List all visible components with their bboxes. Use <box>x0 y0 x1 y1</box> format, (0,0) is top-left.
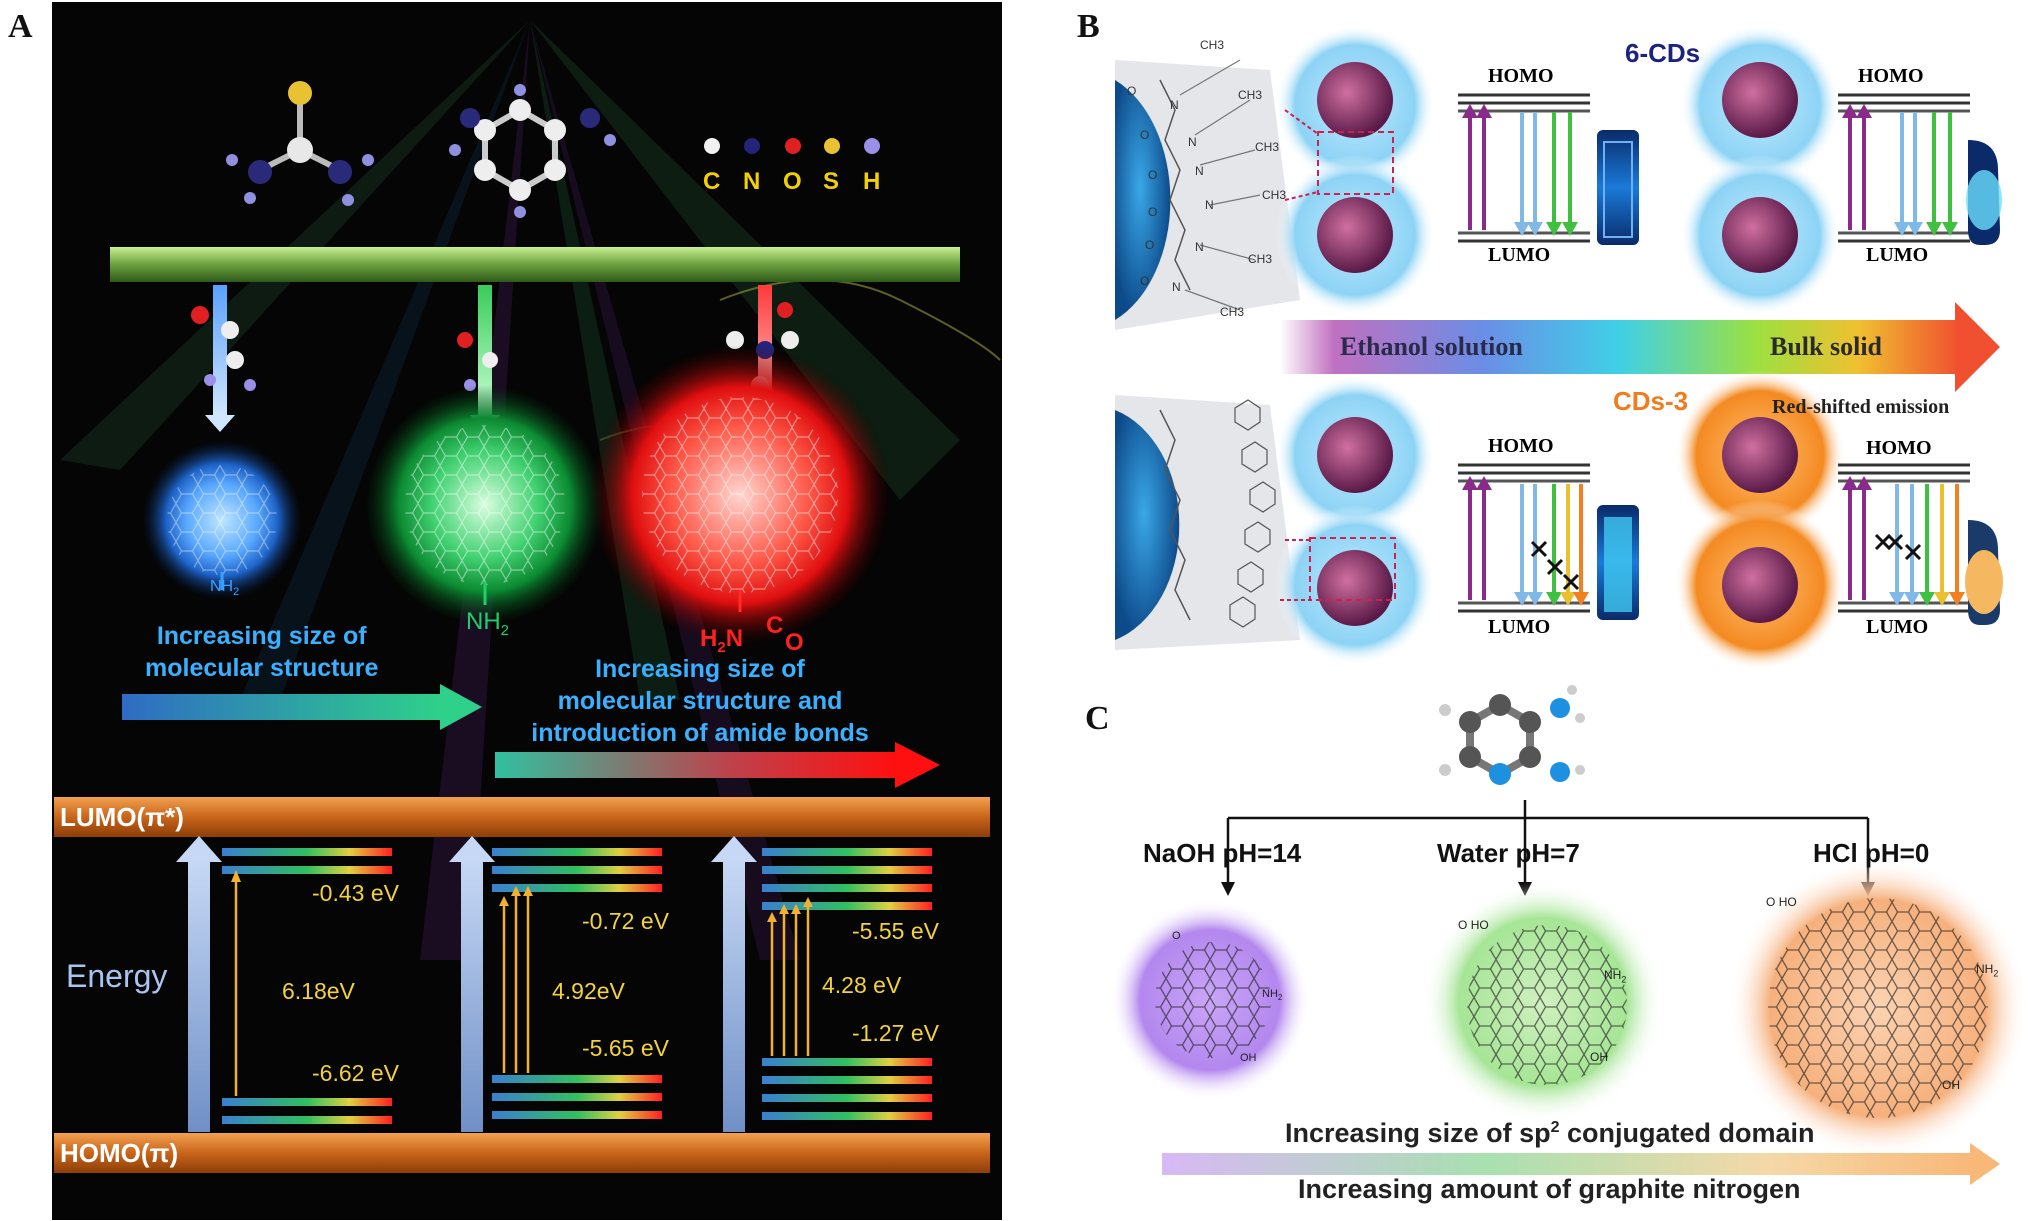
g1-gap-value: 6.18eV <box>282 978 355 1004</box>
purple-nh2: NH2 <box>1262 988 1283 1003</box>
increasing-size-text-1: Increasing size of molecular structure <box>145 622 379 682</box>
legend-s: S <box>823 168 840 195</box>
amide-oxygen: O <box>785 629 804 656</box>
homo-label-b1: HOMO <box>1488 65 1554 87</box>
green-dot-amine: NH2 <box>466 608 510 639</box>
ch3-label: CH3 <box>1200 38 1225 52</box>
backbone-atom: N <box>1170 98 1179 112</box>
homo-label: HOMO(π) <box>60 1138 179 1168</box>
lumo-label-b1: LUMO <box>1488 244 1551 266</box>
panel-a-label: A <box>8 8 33 45</box>
phenylenediamine-molecule <box>449 84 616 218</box>
thiourea-molecule <box>226 81 374 206</box>
panel-b-label: B <box>1077 8 1100 45</box>
g1-bottom-value: -6.62 eV <box>312 1060 399 1086</box>
backbone-atom: O <box>1127 84 1137 98</box>
lumo-label-b2: LUMO <box>1866 244 1929 266</box>
backbone-atom: N <box>1172 280 1181 294</box>
g2-gap-value: 4.92eV <box>552 978 625 1004</box>
backbone-atom: N <box>1205 198 1214 212</box>
energy-label: Energy <box>66 958 168 994</box>
ch3-label: CH3 <box>1220 305 1245 319</box>
backbone-atom: O <box>1148 168 1158 182</box>
blue-dot-amine: NH2 <box>210 578 240 599</box>
backbone-atom: N <box>1195 240 1204 254</box>
bottom-title: CDs-3 <box>1613 386 1689 416</box>
backbone-atom: N <box>1188 135 1197 149</box>
lumo-label-b4: LUMO <box>1866 616 1929 638</box>
panel-c-label: C <box>1085 700 1110 737</box>
ch3-label: CH3 <box>1262 188 1287 202</box>
homo-label-b2: HOMO <box>1858 65 1924 87</box>
graphite-nitrogen-text: Increasing amount of graphite nitrogen <box>1298 1174 1801 1204</box>
legend-h: H <box>863 168 881 195</box>
lumo-label-b3: LUMO <box>1488 616 1551 638</box>
g1-top-value: -0.43 eV <box>312 880 399 906</box>
backbone-atom: O <box>1140 274 1150 288</box>
backbone-atom: O <box>1148 205 1158 219</box>
g2-top-value: -0.72 eV <box>582 908 669 934</box>
backbone-atom: O <box>1140 128 1150 142</box>
orange-nh2: NH2 <box>1976 962 1999 979</box>
orange-oh: OH <box>1942 1078 1960 1092</box>
ethanol-solution-label: Ethanol solution <box>1340 332 1523 361</box>
condition-naoh: NaOH pH=14 <box>1143 838 1302 868</box>
purple-oh: OH <box>1240 1052 1257 1064</box>
backbone-atom: O <box>1145 238 1155 252</box>
condition-hcl: HCl pH=0 <box>1813 838 1930 868</box>
legend-o: O <box>783 168 802 195</box>
ch3-label: CH3 <box>1255 140 1280 154</box>
lumo-label: LUMO(π*) <box>60 802 184 832</box>
red-shift-label: Red-shifted emission <box>1772 396 1950 418</box>
top-title: 6-CDs <box>1625 38 1701 68</box>
conjugated-domain-text: Increasing size of sp2 conjugated domain <box>1285 1118 1815 1148</box>
increasing-size-text-2: Increasing size of molecular structure a… <box>531 655 869 747</box>
g2-bottom-value: -5.65 eV <box>582 1035 669 1061</box>
g3-top-value: -5.55 eV <box>852 918 939 944</box>
amide-carbon: C <box>766 612 784 639</box>
homo-label-b4: HOMO <box>1866 437 1932 459</box>
g3-bottom-value: -1.27 eV <box>852 1020 939 1046</box>
green-nh2: NH2 <box>1604 968 1627 985</box>
ch3-label: CH3 <box>1248 252 1273 266</box>
green-cooh: O HO <box>1458 918 1489 932</box>
g3-gap-value: 4.28 eV <box>822 972 902 998</box>
condition-water: Water pH=7 <box>1437 838 1580 868</box>
green-oh: OH <box>1590 1050 1608 1064</box>
homo-label-b3: HOMO <box>1488 435 1554 457</box>
bulk-solid-label: Bulk solid <box>1770 332 1883 361</box>
legend-n: N <box>743 168 761 195</box>
red-dot-amide: H2N <box>700 625 744 656</box>
orange-cooh: O HO <box>1766 895 1797 909</box>
backbone-atom: N <box>1195 164 1204 178</box>
ch3-label: CH3 <box>1238 88 1263 102</box>
legend-c: C <box>703 168 721 195</box>
purple-cooh: O <box>1172 930 1181 942</box>
